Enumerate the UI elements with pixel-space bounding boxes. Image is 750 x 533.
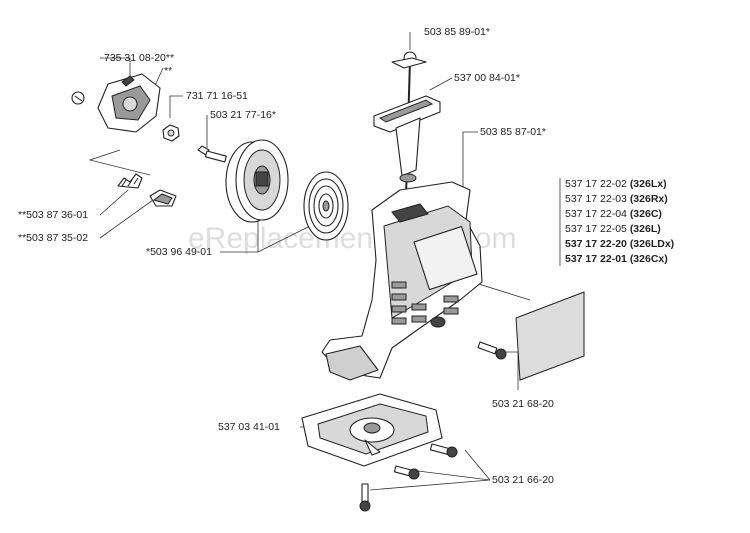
callout-clip: 735 31 08-20** [104, 52, 174, 64]
callout-rope: 503 85 89-01* [424, 26, 490, 38]
callout-pawl: **503 87 35-02 [18, 232, 88, 244]
screw-part-3 [429, 443, 458, 458]
callout-housing: 503 85 87-01* [480, 126, 546, 138]
screw-part-2 [477, 341, 507, 360]
screw-part-5 [359, 483, 371, 512]
starter-housing-part [321, 181, 483, 381]
base-plate-part [301, 393, 443, 467]
decal-list-item: 537 17 22-01 (326Cx) [565, 253, 668, 265]
decal-list-item: 537 17 22-05 (326L) [565, 223, 661, 235]
callout-base-plate: 537 03 41-01 [218, 421, 280, 433]
decal-list-item: 537 17 22-03 (326Rx) [565, 193, 668, 205]
callout-handle: 537 00 84-01* [454, 72, 520, 84]
callout-pulley: *503 96 49-01 [146, 246, 212, 258]
recoil-spring-part [303, 171, 349, 241]
callout-spring: **503 87 36-01 [18, 209, 88, 221]
housing-vents [391, 281, 459, 325]
clip-ring-part [71, 91, 85, 105]
callout-double-star: ** [164, 65, 172, 77]
screw-part-1 [197, 145, 227, 163]
decal-part [515, 291, 585, 381]
decal-list: 537 17 22-02 (326Lx) 537 17 22-03 (326Rx… [565, 178, 674, 265]
nut-part [162, 124, 180, 142]
callout-nut: 731 71 16-51 [186, 90, 248, 102]
callout-screw-3: 503 21 66-20 [492, 474, 554, 486]
starter-handle-part [373, 51, 441, 197]
decal-list-item: 537 17 22-20 (326LDx) [565, 238, 674, 250]
callout-screw-2: 503 21 68-20 [492, 398, 554, 410]
decal-list-item: 537 17 22-04 (326C) [565, 208, 662, 220]
pulley-part [225, 139, 289, 223]
pawl-plate-part [97, 73, 161, 133]
spring-part [117, 173, 143, 189]
screw-part-4 [393, 465, 420, 480]
callout-screw-1: 503 21 77-16* [210, 109, 276, 121]
pawl-part [149, 189, 177, 207]
decal-list-item: 537 17 22-02 (326Lx) [565, 178, 667, 190]
